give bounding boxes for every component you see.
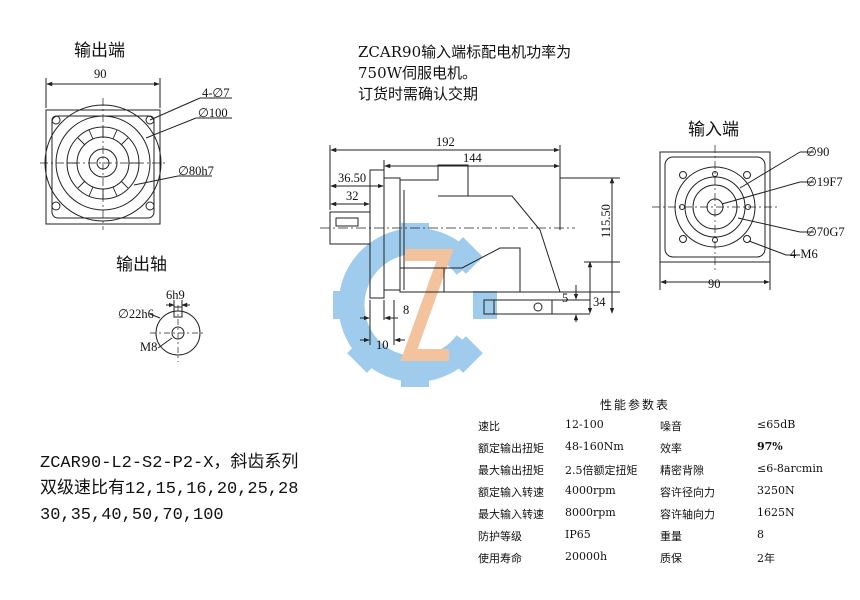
spec-label: 使用寿命 <box>478 552 522 565</box>
output-shaft-view <box>149 300 206 362</box>
spec-label: 容许轴向力 <box>660 508 715 521</box>
spec-label: 最大输入转速 <box>478 508 544 521</box>
dim-in-19f7: ∅19F7 <box>806 175 843 189</box>
dim-in-width: 90 <box>708 277 721 291</box>
dim-shaft-thread: M8 <box>140 340 158 354</box>
note-line-3: 订货时需确认交期 <box>358 85 479 103</box>
watermark-logo <box>333 223 497 387</box>
input-end-title: 输入端 <box>688 120 739 140</box>
dim-in-dia90: ∅90 <box>806 145 830 159</box>
dim-shaft-dia: ∅22h6 <box>118 307 154 321</box>
spec-table-title: 性能参数表 <box>600 398 671 412</box>
note-line-2: 750W伺服电机。 <box>358 64 478 82</box>
input-end-view <box>652 145 814 290</box>
note-line-1: ZCAR90输入端标配电机功率为 <box>358 43 572 61</box>
output-shaft-title: 输出轴 <box>116 255 167 275</box>
dim-out-pcd: ∅100 <box>198 106 228 120</box>
spec-value: 12-100 <box>565 418 604 431</box>
spec-value: ≤65dB <box>757 418 796 431</box>
spec-value: 3250N <box>757 484 795 497</box>
dim-side-10: 10 <box>376 338 389 352</box>
dim-side-11550: 115.50 <box>599 204 613 238</box>
dim-shaft-key: 6h9 <box>166 288 185 302</box>
dim-out-holes: 4-∅7 <box>202 86 230 100</box>
dim-side-8: 8 <box>403 303 410 317</box>
dim-out-pilot: ∅80h7 <box>178 164 214 178</box>
dim-side-3650: 36.50 <box>338 171 367 185</box>
dim-out-width: 90 <box>94 67 107 81</box>
spec-value: ≤6-8arcmin <box>757 462 823 475</box>
description-line-2: 双级速比有12,15,16,20,25,28 <box>40 480 299 499</box>
spec-label: 重量 <box>660 530 682 543</box>
spec-value: 2.5倍额定扭矩 <box>565 464 638 477</box>
spec-value: 20000h <box>565 550 608 563</box>
dim-in-m6: 4-M6 <box>790 247 818 261</box>
spec-value: 8000rpm <box>565 506 616 519</box>
dim-side-34: 34 <box>593 295 606 309</box>
spec-label: 额定输入转速 <box>478 486 544 499</box>
side-view <box>320 145 620 345</box>
spec-label: 额定输出扭矩 <box>478 442 544 455</box>
spec-label: 噪音 <box>660 420 682 433</box>
spec-label: 精密背隙 <box>660 464 704 477</box>
spec-label: 效率 <box>660 442 682 455</box>
spec-value: 48-160Nm <box>565 440 624 453</box>
spec-value: 1625N <box>757 506 795 519</box>
spec-value: 4000rpm <box>565 484 616 497</box>
dim-in-70g7: ∅70G7 <box>806 225 845 239</box>
spec-value: 97% <box>757 440 783 453</box>
spec-label: 容许径向力 <box>660 486 715 499</box>
output-end-title: 输出端 <box>74 41 125 61</box>
dim-side-5: 5 <box>562 291 569 305</box>
description-line-3: 30,35,40,50,70,100 <box>40 506 224 525</box>
dim-side-body: 144 <box>463 151 482 165</box>
spec-label: 速比 <box>478 420 500 433</box>
spec-label: 最大输出扭矩 <box>478 464 544 477</box>
spec-label: 质保 <box>660 552 682 565</box>
spec-label: 防护等级 <box>478 530 522 543</box>
dim-side-total: 192 <box>436 135 455 149</box>
dim-side-32: 32 <box>346 189 359 203</box>
spec-value: IP65 <box>565 528 591 541</box>
output-end-view <box>40 78 232 230</box>
spec-value: 8 <box>757 528 764 541</box>
spec-value: 2年 <box>757 552 775 565</box>
description-line-1: ZCAR90-L2-S2-P2-X，斜齿系列 <box>40 454 299 473</box>
